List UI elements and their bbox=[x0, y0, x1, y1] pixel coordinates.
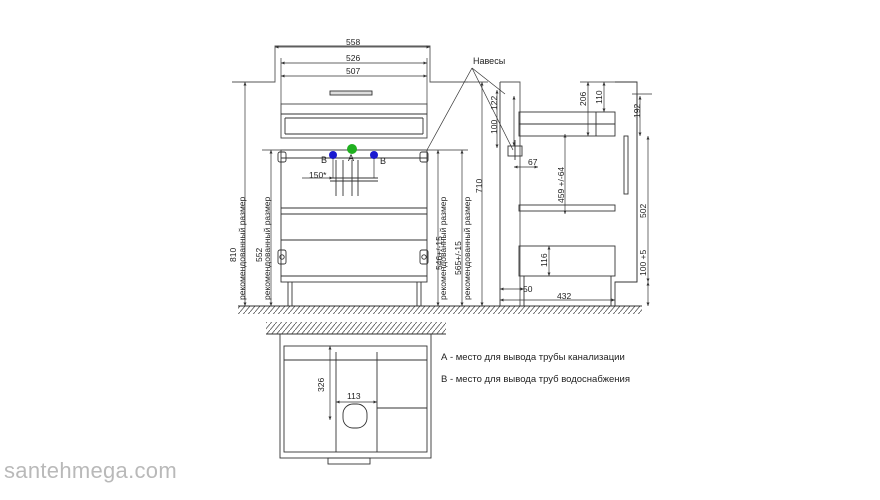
floor bbox=[238, 305, 642, 314]
outlet-b-left-label: B bbox=[321, 155, 327, 165]
dim-overall-width: 558 bbox=[346, 37, 360, 47]
dim-height-wall: 552 bbox=[254, 248, 264, 262]
dim-right-100: 100 +5 bbox=[638, 249, 648, 276]
dim-top-206: 206 bbox=[578, 92, 588, 106]
plan-view bbox=[266, 322, 446, 465]
dim-hinge-height: 546+/-15 bbox=[434, 236, 444, 270]
dim-pipe-spacing: 150* bbox=[309, 170, 327, 180]
outlet-b-right-label: B bbox=[380, 156, 386, 166]
dim-bottom-116: 116 bbox=[539, 253, 549, 267]
recommended-size-label-3: рекомендованный размер bbox=[438, 196, 448, 300]
outlet-b-right-marker bbox=[370, 151, 378, 159]
recommended-size-label-2: рекомендованный размер bbox=[262, 196, 272, 300]
dim-side-100: 100 bbox=[489, 120, 499, 134]
dim-right-502: 502 bbox=[638, 204, 648, 218]
recommended-size-label-4: рекомендованный размер bbox=[462, 196, 472, 300]
dim-right-192: 192 bbox=[632, 104, 642, 118]
dim-top-122: 122 bbox=[489, 96, 499, 110]
dim-drawer-width: 507 bbox=[346, 66, 360, 76]
hinges-label: Навесы bbox=[473, 56, 505, 66]
front-dimensions bbox=[243, 45, 488, 306]
legend-a: А - место для вывода трубы канализации bbox=[441, 352, 625, 363]
dim-hinge-depth: 67 bbox=[528, 157, 538, 167]
watermark: santehmega.com bbox=[4, 458, 177, 483]
dim-depth-432: 432 bbox=[557, 291, 571, 301]
outlet-a-label: A bbox=[348, 153, 354, 163]
legend-b: В - место для вывода труб водоснабжения bbox=[441, 374, 630, 385]
dim-depth-459: 459 +/-64 bbox=[556, 167, 566, 203]
dim-height-710: 710 bbox=[474, 179, 484, 193]
outlet-b-left-marker bbox=[329, 151, 337, 159]
dim-plan-113: 113 bbox=[347, 391, 361, 401]
dim-top-110: 110 bbox=[594, 90, 604, 104]
dim-bottom-50: 50 bbox=[523, 284, 533, 294]
front-view bbox=[232, 45, 468, 306]
dim-hinge-height-2: 565+/-15 bbox=[453, 241, 463, 275]
side-view bbox=[499, 81, 638, 306]
plan-dimensions bbox=[328, 346, 377, 420]
hinges-leader bbox=[426, 67, 514, 151]
side-dimensions bbox=[495, 81, 652, 306]
dim-height-total: 810 bbox=[228, 248, 238, 262]
dim-plan-326: 326 bbox=[316, 378, 326, 392]
outlet-a-marker bbox=[347, 144, 357, 154]
recommended-size-label-1: рекомендованный размер bbox=[237, 196, 247, 300]
dim-inner-width: 526 bbox=[346, 53, 360, 63]
